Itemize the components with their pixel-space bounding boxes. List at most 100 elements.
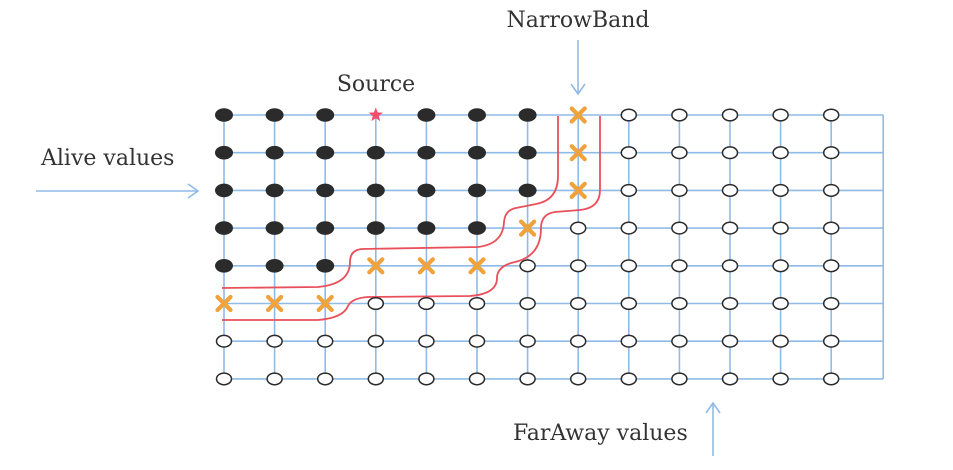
far-away-node [620,221,638,235]
far-away-node [418,372,435,386]
far-away-node [772,146,789,160]
grid-nodes [215,106,840,386]
far-away-node [569,334,587,348]
alive-node [265,108,284,122]
far-away-values-arrow [705,401,721,456]
far-away-node [468,334,486,348]
cross-stroke [316,294,334,313]
alive-node [265,183,284,198]
far-away-node [519,296,536,311]
alive-node [265,221,284,235]
far-away-node [772,296,789,311]
alive-node [215,221,233,235]
alive-node [215,259,233,273]
alive-node [468,221,486,235]
narrow-band-boundary [221,116,601,321]
far-away-node [822,146,840,160]
narrow-band-node [417,257,435,275]
far-away-node [266,334,283,348]
far-away-node [620,296,638,311]
far-away-node [822,259,840,273]
far-away-node [468,296,486,311]
alive-node [518,108,537,122]
far-away-node [822,221,840,235]
far-away-node [519,259,536,273]
far-away-node [519,334,536,348]
narrow-band-node [215,294,233,313]
far-away-node [569,372,587,386]
narrow-band-node [316,294,334,313]
far-away-node [721,108,739,122]
far-away-node [620,183,638,197]
far-away-node [215,372,233,386]
far-away-node [721,259,739,273]
far-away-node [772,372,789,386]
alive-node [417,183,436,198]
narrow-band-node [569,144,587,162]
far-away-node [316,372,334,386]
far-away-node [721,334,739,348]
far-away-node [721,221,739,235]
far-away-node [822,334,840,348]
alive-node [215,108,233,122]
alive-node [215,183,233,198]
far-away-node [316,334,334,348]
narrow-band-arrow [570,40,586,96]
far-away-node [822,296,840,311]
far-away-node [620,334,638,348]
narrow-band-node [518,219,537,237]
narrow-band-node [569,181,587,199]
alive-node [265,145,284,160]
far-away-node [671,372,688,386]
alive-node [215,145,233,160]
alive-values-label: Alive values [40,146,174,171]
far-away-node [671,334,688,348]
cross-stroke [468,257,486,275]
far-away-node [822,372,840,386]
cross-stroke [569,106,587,124]
far-away-node [822,108,840,122]
narrow-band-node [468,257,486,275]
alive-node [366,183,385,198]
far-away-node [468,372,486,386]
far-away-node [671,296,688,311]
alive-node [316,108,335,122]
far-away-node [367,296,385,311]
cross-stroke [569,181,587,199]
cross-stroke [266,294,284,313]
far-away-node [671,108,688,122]
alive-node [265,259,284,273]
alive-values-arrow [36,183,200,199]
source-star-icon [368,107,383,122]
far-away-node [418,296,435,311]
alive-node [468,145,486,160]
alive-node [316,145,335,160]
far-away-node [367,372,385,386]
alive-node [316,259,335,273]
cross-stroke [367,257,385,275]
far-away-node [215,334,233,348]
far-away-node [721,183,739,197]
far-away-node [671,221,688,235]
boundary-outer-curve [222,116,601,321]
far-away-node [671,183,688,197]
alive-node [518,183,537,198]
far-away-node [772,334,789,348]
far-away-node [519,372,536,386]
narrow-band-node [569,106,587,124]
alive-node [316,221,335,235]
alive-node [417,145,436,160]
narrow-band-label: NarrowBand [506,8,649,33]
far-away-node [569,221,587,235]
far-away-values-label: FarAway values [513,421,688,446]
alive-node [366,145,385,160]
far-away-node [721,146,739,160]
far-away-node [569,296,587,311]
alive-node [468,183,486,198]
far-away-node [620,372,638,386]
alive-node [417,108,436,122]
alive-node [468,108,486,122]
far-away-node [671,146,688,160]
far-away-node [620,108,638,122]
